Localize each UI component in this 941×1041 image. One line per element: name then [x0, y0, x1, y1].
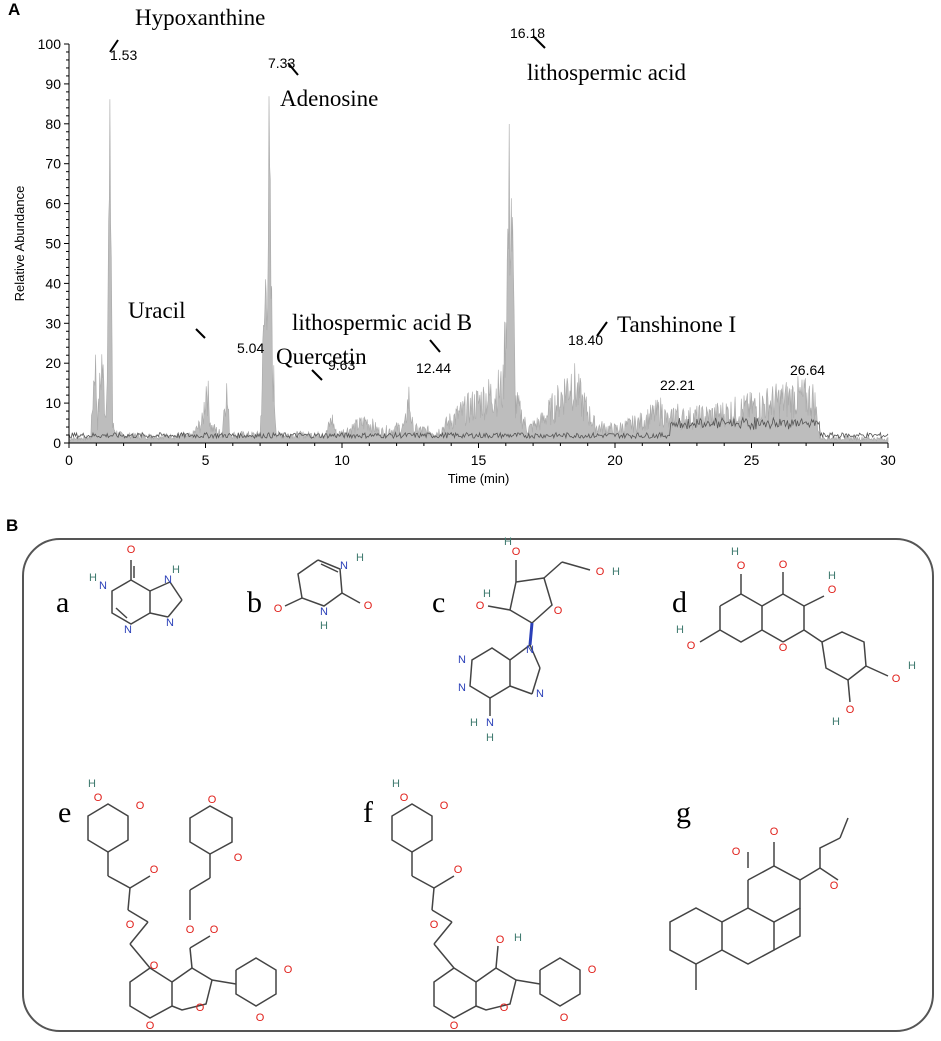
x-tick-label: 20: [607, 452, 623, 468]
compound-label: Quercetin: [276, 344, 367, 369]
compound-leader-line: [311, 369, 323, 381]
x-tick-label: 30: [880, 452, 896, 468]
compound-label: Uracil: [128, 298, 185, 323]
compound-label: Hypoxanthine: [135, 5, 265, 30]
peak-rt-label: 5.04: [237, 340, 264, 356]
peak-rt-label: 9.63: [328, 357, 355, 373]
peak-rt-label: 16.18: [510, 25, 545, 41]
x-tick-label: 10: [334, 452, 350, 468]
y-tick-label: 0: [53, 435, 61, 451]
compound-leader-line: [596, 321, 608, 337]
panel-label-b: B: [6, 516, 19, 535]
peak-rt-label: 12.44: [416, 360, 451, 376]
peak-rt-label: 1.53: [110, 47, 137, 63]
structures-panel: [22, 538, 934, 1032]
peak-rt-label: 26.64: [790, 362, 825, 378]
chromatogram-trace: [68, 96, 889, 444]
peak-rt-label: 22.21: [660, 377, 695, 393]
y-axis-label: Relative Abundance: [12, 186, 27, 302]
x-axis-label: Time (min): [448, 471, 510, 486]
compound-label: lithospermic acid: [527, 60, 687, 85]
compound-leader-line: [109, 39, 119, 53]
y-tick-label: 100: [38, 36, 62, 52]
chromatogram-baseline-trace: [68, 416, 889, 440]
y-tick-label: 80: [45, 116, 61, 132]
compound-label: Adenosine: [280, 86, 378, 111]
x-tick-label: 25: [744, 452, 760, 468]
x-tick-label: 15: [471, 452, 487, 468]
panel-label-a: A: [8, 0, 21, 19]
compound-label: Tanshinone I: [617, 312, 736, 337]
y-tick-label: 10: [45, 395, 61, 411]
compound-leader-line: [429, 339, 441, 353]
y-tick-label: 50: [45, 236, 61, 252]
peak-rt-label: 7.33: [268, 55, 295, 71]
y-tick-label: 30: [45, 315, 61, 331]
y-tick-label: 60: [45, 196, 61, 212]
compound-label: lithospermic acid B: [292, 310, 472, 335]
y-tick-label: 40: [45, 275, 61, 291]
y-tick-label: 70: [45, 156, 61, 172]
peak-rt-label: 18.40: [568, 332, 603, 348]
x-tick-label: 0: [65, 452, 73, 468]
compound-leader-line: [287, 62, 299, 76]
compound-leader-line: [195, 328, 206, 339]
x-tick-label: 5: [202, 452, 210, 468]
y-tick-label: 20: [45, 355, 61, 371]
y-tick-label: 90: [45, 76, 61, 92]
compound-leader-line: [532, 35, 546, 49]
